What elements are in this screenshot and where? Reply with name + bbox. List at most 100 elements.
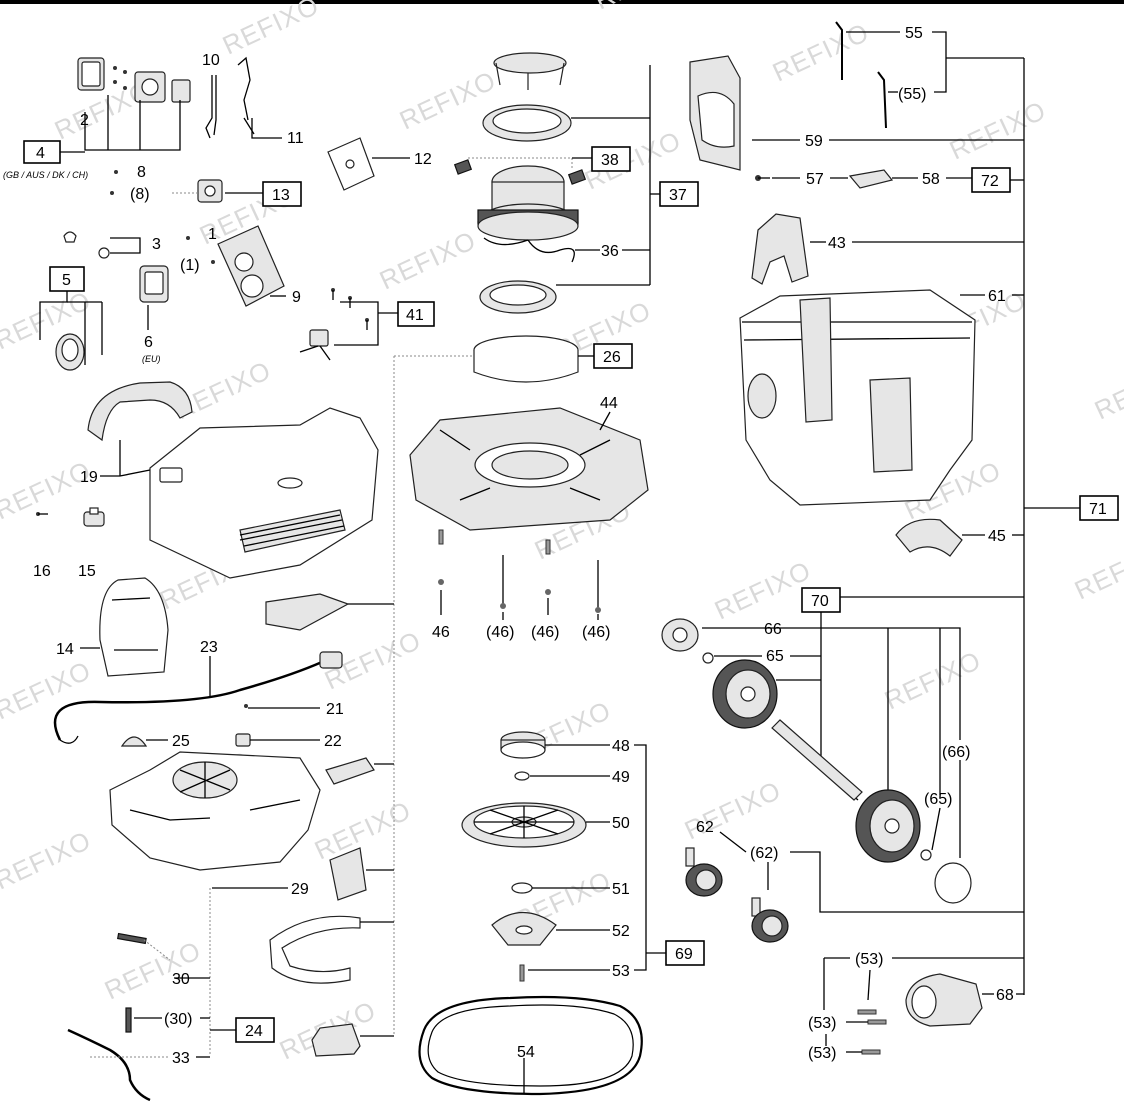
label-36: 36: [601, 243, 619, 260]
box-41-text: 41: [406, 307, 424, 324]
label-12: 12: [414, 151, 432, 168]
part-2-cover: [77, 57, 105, 91]
label-4-note: (GB / AUS / DK / CH): [3, 170, 88, 180]
part-5-knob: [55, 333, 85, 371]
label-53: 53: [612, 963, 630, 980]
label-33: 33: [172, 1050, 190, 1067]
box-70-text: 70: [811, 593, 829, 610]
box-71: [1079, 495, 1119, 521]
label-43: 43: [828, 235, 846, 252]
part-25-cap: [120, 736, 148, 747]
part-65-ring: [702, 652, 714, 664]
label-48: 48: [612, 738, 630, 755]
label-30-paren: (30): [164, 1011, 192, 1028]
part-41-screws: [299, 288, 369, 361]
part-45-cover: [895, 518, 963, 557]
svg-text:REFIXO: REFIXO: [0, 655, 96, 726]
label-1: 1: [208, 226, 217, 243]
label-3: 3: [152, 236, 161, 253]
part-65-ring-2: [920, 849, 932, 861]
box-72: [971, 167, 1011, 193]
box-26-text: 26: [603, 349, 621, 366]
part-51-washer: [511, 882, 533, 894]
box-24: [235, 1017, 275, 1043]
part-13-terminal: [197, 179, 223, 203]
label-62-paren: (62): [750, 845, 778, 862]
label-2: 2: [80, 112, 89, 129]
part-43-clip: [751, 213, 809, 285]
part-12-plate: [327, 137, 375, 191]
part-top-ring-bracket: [493, 52, 567, 90]
part-59-hose-inlet: [689, 55, 741, 171]
part-26-filter-ring: [473, 335, 579, 383]
svg-text:REFIXO: REFIXO: [710, 555, 816, 626]
part-66-hubcap-2: [934, 862, 972, 904]
label-66: 66: [764, 621, 782, 638]
part-right-small-parts: [269, 757, 375, 1057]
part-22-clip: [235, 733, 251, 747]
label-16: 16: [33, 563, 51, 580]
part-switch-housing: [134, 71, 191, 103]
label-6: 6: [144, 334, 153, 351]
label-46-c: (46): [531, 624, 559, 641]
part-23-power-cord: [53, 651, 343, 744]
svg-text:REFIXO: REFIXO: [945, 95, 1051, 166]
label-52: 52: [612, 923, 630, 940]
label-62: 62: [696, 819, 714, 836]
label-50: 50: [612, 815, 630, 832]
label-55: 55: [905, 25, 923, 42]
label-53-paren-mid: (53): [808, 1015, 836, 1032]
part-57-screw: [755, 175, 770, 181]
part-3-clip: [63, 231, 110, 259]
part-19-handle: [87, 381, 193, 442]
part-62-caster-2: [751, 897, 789, 943]
part-38-brushes: [453, 159, 587, 185]
part-46-screws: [438, 529, 601, 620]
label-10: 10: [202, 52, 220, 69]
label-66-paren: (66): [942, 744, 970, 761]
svg-text:REFIXO: REFIXO: [1090, 355, 1124, 426]
svg-text:REFIXO: REFIXO: [375, 225, 481, 296]
box-38: [591, 146, 631, 172]
label-46-b: (46): [486, 624, 514, 641]
part-seal-ring: [482, 104, 572, 142]
label-25: 25: [172, 733, 190, 750]
part-9-panel: [217, 225, 285, 307]
part-15-clip: [83, 507, 105, 527]
label-68: 68: [996, 987, 1014, 1004]
screws-small-top: [113, 66, 127, 90]
label-19: 19: [80, 469, 98, 486]
part-53-screws-right: [857, 1009, 887, 1055]
label-53-paren-top: (53): [855, 951, 883, 968]
part-50-float-cage: [461, 802, 587, 848]
part-49-oring: [514, 771, 530, 781]
label-29: 29: [291, 881, 309, 898]
part-36-motor: [477, 165, 579, 263]
label-30: 30: [172, 971, 190, 988]
label-15: 15: [78, 563, 96, 580]
svg-text:REFIXO: REFIXO: [768, 17, 874, 88]
label-14: 14: [56, 641, 74, 658]
part-6-switch: [139, 265, 169, 303]
label-23: 23: [200, 639, 218, 656]
part-61-tank: [739, 289, 976, 506]
label-46: 46: [432, 624, 450, 641]
part-66-hubcap: [661, 618, 699, 652]
label-53-paren-bot: (53): [808, 1045, 836, 1062]
svg-text:REFIXO: REFIXO: [310, 795, 416, 866]
svg-text:REFIXO: REFIXO: [1070, 535, 1124, 606]
part-52-float: [491, 912, 557, 946]
label-6-note: (EU): [142, 354, 161, 364]
box-4-text: 4: [36, 145, 45, 162]
label-57: 57: [806, 171, 824, 188]
box-24-text: 24: [245, 1023, 263, 1040]
label-65-paren: (65): [924, 791, 952, 808]
box-41: [397, 301, 435, 327]
part-62-caster-1: [685, 847, 723, 897]
label-45: 45: [988, 528, 1006, 545]
label-49: 49: [612, 769, 630, 786]
part-68-nozzle: [905, 973, 983, 1027]
part-54-gasket: [418, 995, 643, 1096]
label-22: 22: [324, 733, 342, 750]
